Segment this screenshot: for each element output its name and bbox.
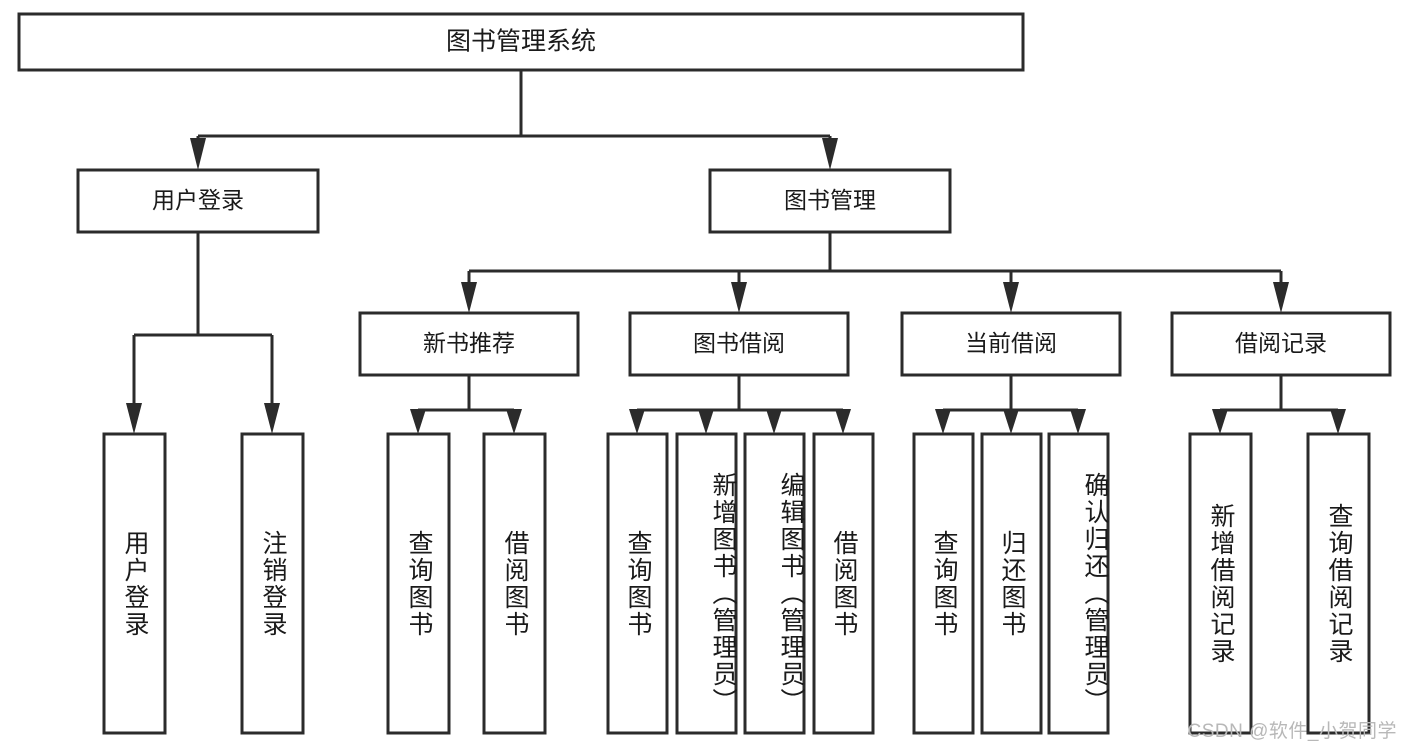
node-new-book-recommend[interactable]: 新书推荐 [358, 311, 580, 377]
node-current-borrow-label: 当前借阅 [965, 330, 1057, 356]
node-leaf-return-book-box[interactable] [980, 432, 1043, 735]
arrow-head-leaf-add-borrow-record [1212, 409, 1228, 434]
node-leaf-query-borrow-record-box[interactable] [1306, 432, 1371, 735]
arrow-head-book-borrow [731, 282, 747, 313]
arrow-head-leaf-return-book [1003, 409, 1019, 434]
arrow-head-new-book-recommend [461, 282, 477, 313]
node-leaf-query-book-1-box[interactable] [386, 432, 451, 735]
node-borrow-record-box[interactable] [1170, 311, 1392, 377]
node-root[interactable]: 图书管理系统 [17, 12, 1025, 72]
node-user-login[interactable]: 用户登录 [76, 168, 320, 234]
connector-group [126, 70, 1346, 434]
node-leaf-user-login-box[interactable] [102, 432, 167, 735]
arrow-head-leaf-logout-login [264, 403, 280, 434]
node-leaf-borrow-book-1-box[interactable] [482, 432, 547, 735]
arrow-head-leaf-borrow-book-1 [506, 409, 522, 434]
node-book-management[interactable]: 图书管理 [708, 168, 952, 234]
arrow-head-borrow-record [1273, 282, 1289, 313]
node-new-book-recommend-label: 新书推荐 [423, 330, 515, 356]
node-leaf-borrow-book-2-box[interactable] [812, 432, 875, 735]
node-leaf-query-book-3-box[interactable] [912, 432, 975, 735]
arrow-head-leaf-borrow-book-2 [835, 409, 851, 434]
node-new-book-recommend-box[interactable] [358, 311, 580, 377]
node-book-management-box[interactable] [708, 168, 952, 234]
node-borrow-record-label: 借阅记录 [1235, 330, 1327, 356]
arrow-head-user-login [190, 138, 206, 170]
node-user-login-label: 用户登录 [152, 187, 244, 213]
node-leaf-add-borrow-record-box[interactable] [1188, 432, 1253, 735]
node-user-login-box[interactable] [76, 168, 320, 234]
arrow-head-leaf-query-borrow-record [1330, 409, 1346, 434]
node-borrow-record[interactable]: 借阅记录 [1170, 311, 1392, 377]
arrow-head-leaf-confirm-return [1070, 409, 1086, 434]
node-leaf-edit-book-box[interactable] [743, 432, 806, 735]
node-book-management-label: 图书管理 [784, 187, 876, 213]
arrow-head-book-management [822, 138, 838, 170]
node-leaf-add-book-box[interactable] [675, 432, 738, 735]
arrow-head-leaf-query-book-2 [629, 409, 645, 434]
node-leaf-logout-login-box[interactable] [240, 432, 305, 735]
csdn-watermark: CSDN @软件_小贺同学 [1187, 721, 1397, 742]
arrow-head-leaf-user-login [126, 403, 142, 434]
arrow-head-leaf-query-book-1 [410, 409, 426, 434]
node-book-borrow[interactable]: 图书借阅 [628, 311, 850, 377]
node-leaf-confirm-return-box[interactable] [1047, 432, 1110, 735]
arrow-head-leaf-edit-book [766, 409, 782, 434]
leaf-boxes-group [102, 432, 1371, 735]
arrow-head-current-borrow [1003, 282, 1019, 313]
arrow-head-leaf-add-book [698, 409, 714, 434]
arrow-head-leaf-query-book-3 [935, 409, 951, 434]
node-book-borrow-box[interactable] [628, 311, 850, 377]
node-book-borrow-label: 图书借阅 [693, 330, 785, 356]
node-current-borrow-box[interactable] [900, 311, 1122, 377]
node-current-borrow[interactable]: 当前借阅 [900, 311, 1122, 377]
node-root-box[interactable] [17, 12, 1025, 72]
node-leaf-query-book-2-box[interactable] [606, 432, 669, 735]
node-root-label: 图书管理系统 [446, 28, 596, 56]
